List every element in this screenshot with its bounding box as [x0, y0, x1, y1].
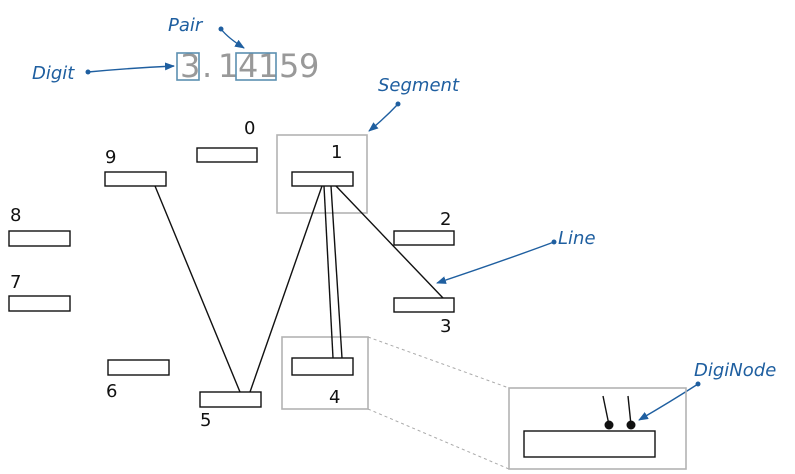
line-5-to-1: [249, 185, 323, 393]
segment-3-box: [393, 297, 455, 313]
segment-4-box: [291, 357, 354, 376]
zoom-link-right: [627, 395, 632, 426]
digit-callout-arrow: [87, 62, 175, 73]
line-1-to-3: [335, 185, 444, 299]
pi-digit-3: 3: [180, 47, 200, 85]
line-callout-label: Line: [558, 228, 596, 249]
zoom-segment-box: [523, 430, 656, 458]
pi-digit-1b: 1: [258, 47, 278, 85]
pi-digit-4: 4: [238, 47, 258, 85]
segment-8-box: [8, 230, 71, 247]
diginode-dot-right: [626, 420, 636, 430]
pi-decimal-point: .: [202, 47, 212, 85]
segment-8-label: 8: [10, 205, 21, 226]
line-1-to-4-b: [330, 185, 343, 359]
digit-highlight-box: [176, 52, 200, 81]
segment-4-label: 4: [329, 387, 340, 408]
segment-6-label: 6: [106, 381, 117, 402]
diginode-dot-left: [604, 420, 614, 430]
line-1-to-4-a: [323, 185, 334, 359]
zoom-guide-top: [367, 336, 510, 389]
diginode-callout-arrow: [638, 383, 699, 421]
pair-callout-label: Pair: [168, 15, 204, 36]
segment-6-box: [107, 359, 170, 376]
pi-digit-9: 9: [299, 47, 319, 85]
segment-0-label: 0: [244, 118, 255, 139]
segment-5-box: [199, 391, 262, 408]
zoom-guide-bottom: [367, 408, 510, 470]
segment-4-highlight-frame: [281, 336, 369, 410]
segment-2-box: [393, 230, 455, 246]
pi-number: 3 . 1 4 1 5 9: [176, 47, 319, 85]
segment-7-label: 7: [10, 272, 21, 293]
zoom-inset-frame: [508, 387, 687, 470]
segment-5-label: 5: [200, 410, 211, 431]
segment-9-box: [104, 171, 167, 187]
digit-callout-label: Digit: [32, 63, 75, 84]
segment-7-box: [8, 295, 71, 312]
pair-highlight-box: [235, 52, 277, 81]
segment-3-label: 3: [440, 316, 451, 337]
segment-2-label: 2: [440, 209, 451, 230]
segment-9-label: 9: [105, 147, 116, 168]
segment-callout-label: Segment: [378, 75, 460, 96]
diginode-zoom-inset: [508, 387, 687, 470]
segment-1-label: 1: [331, 142, 342, 163]
diginode-callout-label: DigiNode: [694, 360, 776, 381]
pair-callout-arrow: [220, 28, 245, 49]
segment-0-box: [196, 147, 258, 163]
pi-digit-1a: 1: [218, 47, 238, 85]
line-9-to-5: [154, 185, 241, 393]
segment-1-highlight-frame: [276, 134, 368, 214]
pi-digit-5: 5: [279, 47, 299, 85]
zoom-link-left: [602, 395, 610, 426]
segment-callout-arrow: [368, 103, 399, 132]
segment-1-box: [291, 171, 354, 187]
line-callout-arrow: [436, 241, 555, 284]
